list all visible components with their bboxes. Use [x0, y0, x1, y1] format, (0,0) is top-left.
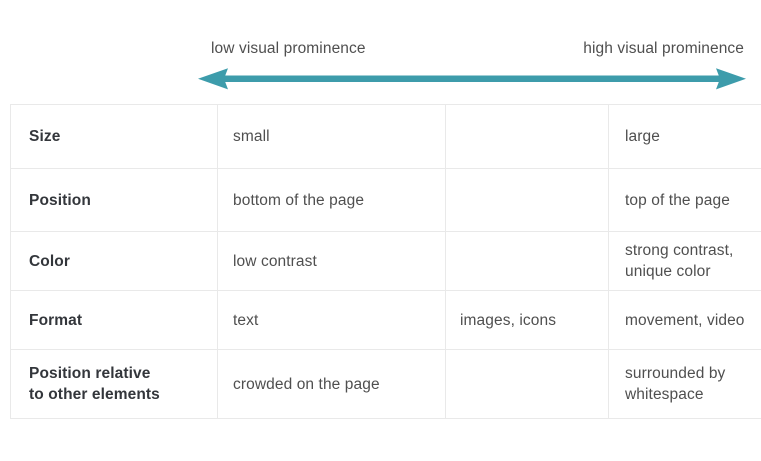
cell-low-position-relative: crowded on the page [217, 349, 446, 419]
row-attribute-format: Format [10, 290, 218, 350]
cell-high-position: top of the page [608, 168, 761, 232]
cell-low-position: bottom of the page [217, 168, 446, 232]
visual-prominence-matrix: Size small large Position bottom of the … [10, 104, 761, 419]
cell-high-size: large [608, 104, 761, 169]
cell-mid-position-relative [445, 349, 609, 419]
matrix-body: Size small large Position bottom of the … [10, 104, 761, 419]
row-attribute-size: Size [10, 104, 218, 169]
cell-high-color: strong contrast, unique color [608, 231, 761, 291]
table-row: Format text images, icons movement, vide… [10, 290, 761, 350]
cell-low-format: text [217, 290, 446, 350]
double-headed-arrow-icon [198, 66, 746, 92]
row-attribute-color: Color [10, 231, 218, 291]
cell-low-color: low contrast [217, 231, 446, 291]
table-row: Position bottom of the page top of the p… [10, 168, 761, 232]
cell-mid-position [445, 168, 609, 232]
scale-label-high: high visual prominence [583, 40, 744, 57]
cell-low-size: small [217, 104, 446, 169]
scale-label-low: low visual prominence [211, 40, 366, 57]
scale-labels: low visual prominence high visual promin… [198, 36, 745, 62]
cell-high-format: movement, video [608, 290, 761, 350]
row-attribute-position: Position [10, 168, 218, 232]
visual-prominence-scale: low visual prominence high visual promin… [0, 36, 761, 96]
cell-mid-format: images, icons [445, 290, 609, 350]
cell-mid-color [445, 231, 609, 291]
row-attribute-position-relative: Position relative to other elements [10, 349, 218, 419]
cell-high-position-relative: surrounded by whitespace [608, 349, 761, 419]
table-row: Position relative to other elements crow… [10, 349, 761, 419]
table-row: Size small large [10, 104, 761, 169]
table-row: Color low contrast strong contrast, uniq… [10, 231, 761, 291]
cell-mid-size [445, 104, 609, 169]
